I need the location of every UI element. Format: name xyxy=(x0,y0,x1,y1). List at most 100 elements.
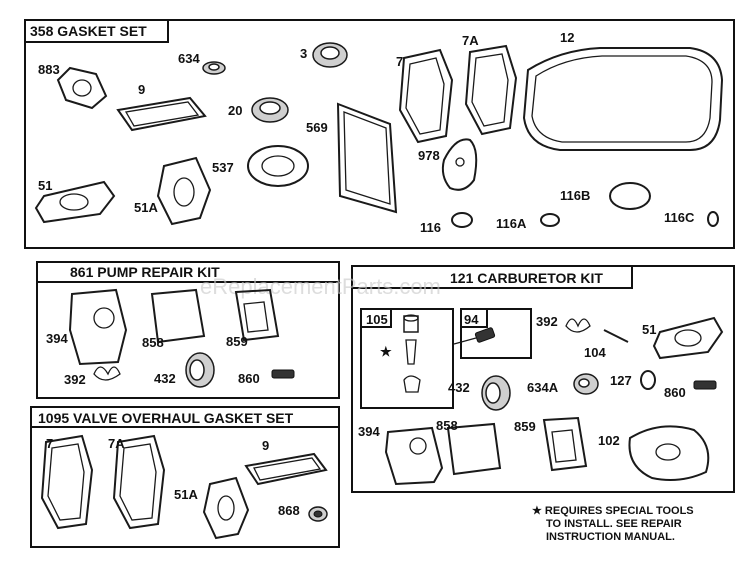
label-c858: 858 xyxy=(436,418,458,433)
oring-116 xyxy=(451,212,473,228)
pump-kit-title-tab xyxy=(36,261,340,283)
carb-gasket-102 xyxy=(628,425,710,481)
valve-gasket-7a xyxy=(112,434,166,530)
label-p392: 392 xyxy=(64,372,86,387)
valve-set-title-tab xyxy=(30,406,340,428)
carb-kit-title: 121 CARBURETOR KIT xyxy=(450,270,603,286)
gasket-7a-inner xyxy=(471,53,509,127)
label-9: 9 xyxy=(138,82,145,97)
gasket-858 xyxy=(150,288,206,344)
filter-860 xyxy=(271,369,295,379)
oring-116a xyxy=(540,213,560,227)
label-c104: 104 xyxy=(584,345,606,360)
subkit-94-tab xyxy=(460,308,488,328)
label-p859: 859 xyxy=(226,334,248,349)
bushing-634a-hole xyxy=(578,378,590,388)
carb-diaphragm-394 xyxy=(384,426,444,486)
pin-104 xyxy=(603,329,629,343)
valve-gasket-7-inner xyxy=(47,443,85,521)
carb-filter-860 xyxy=(693,380,717,390)
carb-gasket-102-hole xyxy=(655,443,681,461)
valve-gasket-9-inner xyxy=(253,457,322,481)
carb-spring-392 xyxy=(565,318,591,333)
gasket-12-inner xyxy=(531,55,713,143)
valve-gasket-7a-inner xyxy=(119,443,157,521)
carb-kit-title-tab xyxy=(351,265,633,289)
gasket-9-inner xyxy=(124,101,200,127)
spring-94 xyxy=(474,327,496,343)
gasket-537-hole xyxy=(261,155,295,177)
carb-gasket-859 xyxy=(542,416,588,472)
oring-116b xyxy=(609,182,651,210)
diaphragm-394 xyxy=(68,288,128,366)
note-line-3: INSTRUCTION MANUAL. xyxy=(546,531,675,543)
gasket-883-hole xyxy=(72,79,92,97)
gasket-51-hole xyxy=(59,193,89,211)
oring-127 xyxy=(640,370,656,390)
carb-gasket-51-hole xyxy=(674,329,702,347)
diaphragm-394-hole xyxy=(93,307,115,329)
valve-set-title: 1095 VALVE OVERHAUL GASKET SET xyxy=(38,410,294,426)
special-tool-star: ★ xyxy=(380,344,392,359)
label-p432: 432 xyxy=(154,371,176,386)
gasket-7a xyxy=(464,44,518,136)
gasket-51a xyxy=(156,156,212,226)
label-p860: 860 xyxy=(238,371,260,386)
label-20: 20 xyxy=(228,103,242,118)
carb-gasket-859-inner xyxy=(551,429,577,463)
gasket-9 xyxy=(116,96,207,132)
label-569: 569 xyxy=(306,120,328,135)
subkit-105-frame xyxy=(360,308,454,409)
gasket-859-inner xyxy=(243,301,269,333)
gasket-set-frame xyxy=(24,19,735,249)
label-c860: 860 xyxy=(664,385,686,400)
label-c102: 102 xyxy=(598,433,620,448)
seal-20-hole xyxy=(259,101,281,115)
carb-seal-432-hole xyxy=(485,382,501,404)
gasket-51a-hole xyxy=(173,177,195,207)
gasket-978 xyxy=(441,138,478,191)
label-c392: 392 xyxy=(536,314,558,329)
valve-gasket-51a-hole xyxy=(217,495,235,521)
label-p394: 394 xyxy=(46,331,68,346)
label-c127: 127 xyxy=(610,373,632,388)
valve-gasket-7 xyxy=(40,434,94,530)
carb-gasket-51 xyxy=(652,316,724,360)
label-c51: 51 xyxy=(642,322,656,337)
screw-94-shaft xyxy=(453,337,477,345)
label-537: 537 xyxy=(212,160,234,175)
gasket-7-inner xyxy=(405,57,445,135)
label-p858: 858 xyxy=(142,335,164,350)
label-116a: 116A xyxy=(496,216,527,231)
needle-clip xyxy=(403,375,421,393)
label-7: 7 xyxy=(396,54,403,69)
label-c94: 94 xyxy=(464,312,479,327)
spring-392 xyxy=(93,366,121,381)
note-line-2: TO INSTALL. SEE REPAIR xyxy=(546,518,682,530)
gasket-51 xyxy=(34,180,116,224)
valve-gasket-51a xyxy=(202,476,250,540)
label-7a: 7A xyxy=(462,33,479,48)
label-116c: 116C xyxy=(664,210,695,225)
note-line-1: ★ REQUIRES SPECIAL TOOLS xyxy=(532,505,694,517)
gasket-set-title: 358 GASKET SET xyxy=(30,23,147,39)
gasket-859 xyxy=(234,288,280,342)
washer-634-hole xyxy=(208,63,220,71)
subkit-94-frame xyxy=(460,308,532,359)
label-c634a: 634A xyxy=(527,380,559,395)
label-116b: 116B xyxy=(560,188,590,203)
carb-diaphragm-394-hole xyxy=(409,437,427,455)
label-v7a: 7A xyxy=(108,436,125,451)
label-51a: 51A xyxy=(134,200,158,215)
carb-gasket-858 xyxy=(446,422,502,476)
label-883: 883 xyxy=(38,62,60,77)
label-c859: 859 xyxy=(514,419,536,434)
subkit-105-tab xyxy=(360,308,392,328)
needle-seat-105-top xyxy=(403,314,419,322)
watermark: eReplacementParts.com xyxy=(200,274,441,299)
needle-seat-105 xyxy=(403,315,419,333)
label-51: 51 xyxy=(38,178,52,193)
label-12: 12 xyxy=(560,30,574,45)
label-3: 3 xyxy=(300,46,307,61)
label-634: 634 xyxy=(178,51,200,66)
